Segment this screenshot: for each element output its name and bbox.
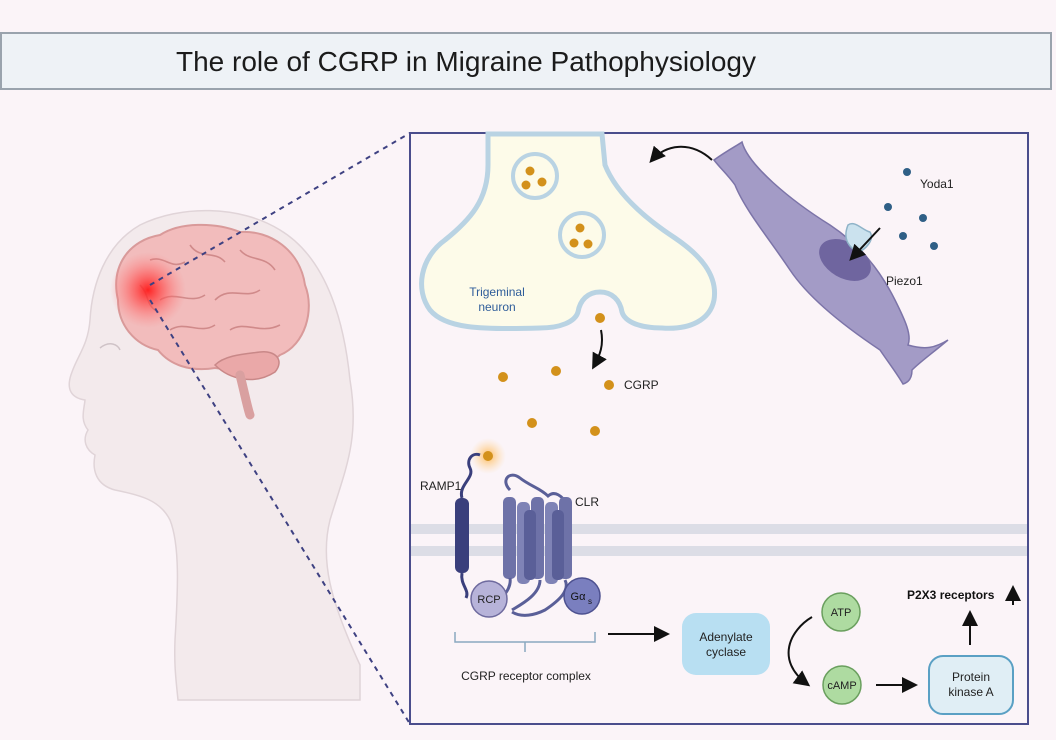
clr-receptor: [496, 473, 572, 617]
yoda1-molecules: [884, 168, 938, 250]
p2x3-label: P2X3 receptors: [907, 588, 995, 602]
cgrp-label: CGRP: [624, 378, 659, 392]
camp-node: [822, 665, 862, 705]
atp-to-camp-arrow: [787, 616, 813, 687]
trigeminal-neuron: [419, 131, 718, 332]
adenylate-label-1: Adenylate: [699, 630, 753, 644]
satellite-glial-cell: [712, 140, 949, 385]
cgrp-particles: [498, 366, 614, 436]
signal-arrow-neuron: [649, 145, 713, 164]
zoom-line-top: [149, 132, 411, 286]
ramp1-protein: [455, 452, 481, 599]
cell-membrane: [411, 524, 1027, 556]
gas-protein: [563, 577, 601, 615]
pka-label-2: kinase A: [948, 685, 993, 699]
rcp-label: RCP: [477, 594, 500, 606]
cgrp-release-particle: [595, 313, 605, 323]
title-bar: The role of CGRP in Migraine Pathophysio…: [0, 32, 1052, 90]
page-title: The role of CGRP in Migraine Pathophysio…: [175, 46, 756, 77]
protein-kinase-a-box: [928, 655, 1014, 715]
release-arrow: [592, 329, 607, 370]
rcp-protein: [470, 580, 508, 618]
piezo1-label: Piezo1: [886, 274, 923, 288]
trigeminal-label-1: Trigeminal: [469, 285, 525, 299]
bound-cgrp: [483, 451, 493, 461]
adenylate-label-2: cyclase: [706, 645, 746, 659]
brain: [110, 223, 310, 420]
zoom-line-bottom: [149, 299, 411, 725]
camp-label: cAMP: [827, 680, 856, 692]
ramp1-label: RAMP1: [420, 479, 462, 493]
receptor-complex-bracket: [454, 632, 596, 652]
pka-label-1: Protein: [952, 670, 990, 684]
clr-label: CLR: [575, 495, 599, 509]
receptor-complex-label: CGRP receptor complex: [461, 669, 591, 683]
vesicle-2: [558, 211, 606, 259]
vesicle-1: [511, 152, 559, 200]
gas-subscript: s: [588, 597, 592, 606]
atp-label: ATP: [831, 607, 852, 619]
gas-label: Gα: [571, 591, 587, 603]
trigeminal-label-2: neuron: [478, 300, 515, 314]
adenylate-cyclase-box: [682, 613, 770, 675]
atp-node: [821, 592, 861, 632]
yoda1-label: Yoda1: [920, 177, 954, 191]
